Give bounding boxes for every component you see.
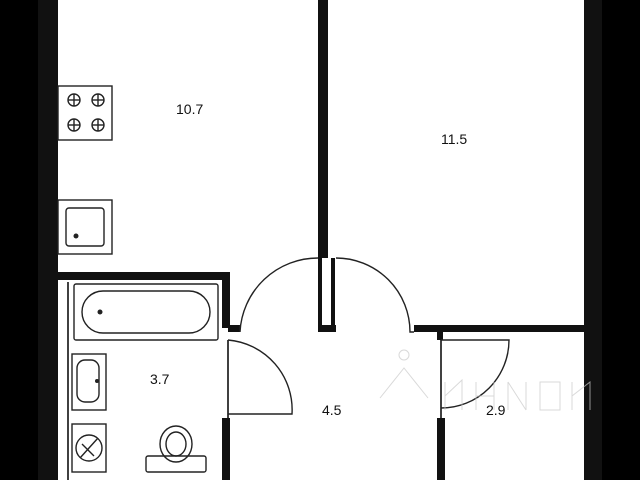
kitchen-area-label: 10.7 xyxy=(176,101,203,117)
room-door-leaf xyxy=(335,257,414,333)
storage-door-leaf xyxy=(440,339,510,409)
partition-kitchen-room xyxy=(318,0,328,258)
outer-wall-right xyxy=(584,0,602,480)
partition-stub xyxy=(318,325,336,332)
bathroom-door-leaf xyxy=(227,339,293,415)
bathtub-icon xyxy=(73,283,219,341)
bathroom-wall-top xyxy=(58,272,230,280)
washing-machine-icon xyxy=(71,423,107,473)
hallway-area-label: 4.5 xyxy=(322,402,342,418)
outer-wall-left xyxy=(38,0,58,480)
bathroom-wall-right-lower xyxy=(222,418,230,480)
storage-wall-left-upper xyxy=(437,330,443,340)
watermark-logo xyxy=(379,349,591,411)
bathroom-area-label: 3.7 xyxy=(150,371,170,387)
bathroom-wall-right-upper xyxy=(222,272,230,328)
partition-stub-post-2 xyxy=(331,258,335,328)
storage-wall-top xyxy=(414,325,586,332)
bathroom-wall-right-stub xyxy=(228,325,240,332)
stove-icon xyxy=(57,85,113,141)
partition-stub-post xyxy=(318,258,322,328)
storage-area-label: 2.9 xyxy=(486,402,506,418)
room-area-label: 11.5 xyxy=(441,131,467,147)
toilet-icon xyxy=(145,425,207,473)
sink-icon xyxy=(57,199,113,255)
washbasin-icon xyxy=(71,353,107,411)
storage-wall-left-lower xyxy=(437,418,445,480)
kitchen-door-leaf xyxy=(239,257,319,333)
